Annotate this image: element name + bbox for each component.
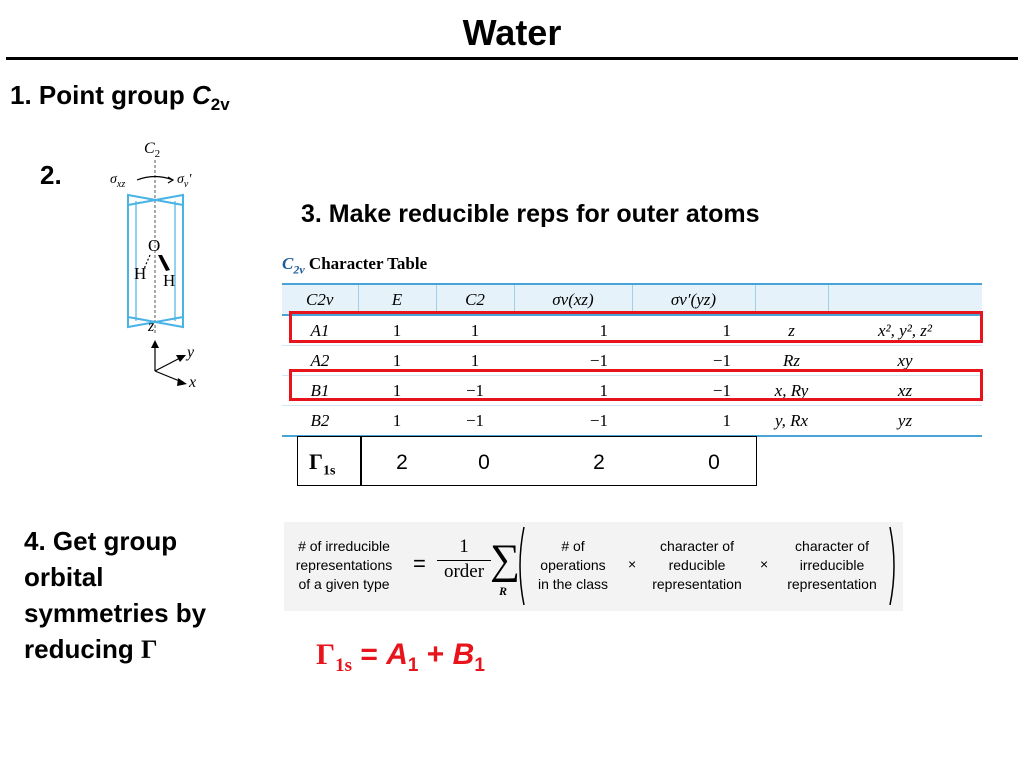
rotation-arrow-icon (136, 175, 174, 181)
summation-icon: ∑ (490, 537, 520, 583)
step1-prefix: 1. Point group (10, 80, 192, 110)
a1-row-highlight (289, 311, 983, 343)
gamma-value: 0 (478, 451, 490, 474)
step2-label: 2. (40, 160, 62, 190)
z-arrowhead-icon (151, 340, 159, 348)
b1-row-highlight (289, 369, 983, 401)
sigma-v-prime-label: σv' (177, 172, 192, 190)
hydrogen-atom-label-1: H (134, 264, 147, 283)
c2-axis-label: C2 (144, 140, 161, 161)
gamma-value: 2 (593, 451, 605, 474)
gamma-row-box (297, 436, 757, 486)
gamma-1s-label: Γ1s (309, 449, 336, 479)
linear-cell: y, Rx (755, 405, 828, 437)
formula-times-2: × (760, 556, 769, 572)
oxygen-atom-label: O (148, 236, 161, 255)
gamma-value: 2 (396, 451, 408, 474)
formula-times-1: × (628, 556, 637, 572)
gamma-row-divider (360, 436, 362, 486)
mirror-planes (127, 193, 184, 329)
z-axis-label: z (148, 318, 155, 335)
point-group-sub: 2v (210, 95, 230, 115)
quadratic-cell: yz (828, 405, 982, 437)
character-table-caption: C2v Character Table (282, 254, 428, 277)
formula-equals: = (413, 551, 426, 576)
header-cell: σv′(yz) (632, 283, 756, 316)
y-axis-line (154, 356, 183, 372)
sigma-xz-label: σxz (110, 172, 126, 190)
irrep-cell: B2 (282, 405, 358, 437)
water-symmetry-diagram (127, 160, 187, 386)
step1-heading: 1. Point group C2v (10, 80, 230, 115)
character-table: C2v E C2 σv(xz) σv′(yz) A1 1 1 1 1 z x²,… (282, 283, 982, 437)
step3-heading: 3. Make reducible reps for outer atoms (301, 200, 760, 228)
step4-heading: 4. Get group orbital symmetries by reduc… (24, 526, 207, 664)
character-table-header: C2v E C2 σv(xz) σv′(yz) (282, 283, 982, 316)
oh-bond-wedge (158, 255, 170, 271)
point-group-letter: C (192, 80, 211, 110)
oh-bond-dashed (143, 254, 151, 270)
y-axis-label: y (187, 344, 195, 361)
page-title: Water (462, 12, 562, 53)
title-divider (6, 57, 1018, 60)
table-row: B2 1 −1 −1 1 y, Rx yz (282, 405, 982, 437)
char-cell: −1 (436, 405, 514, 437)
reduction-result: Γ1s = A1 + B1 (316, 638, 485, 676)
header-cell: σv(xz) (514, 283, 633, 316)
rotation-arrowhead-icon (167, 176, 175, 184)
x-arrowhead-icon (177, 378, 187, 386)
formula-parentheses (519, 526, 895, 606)
hydrogen-atom-label-2: H (163, 271, 176, 290)
char-cell: 1 (632, 405, 755, 437)
header-cell (828, 283, 982, 316)
summation-index: R (499, 584, 508, 598)
y-arrowhead-icon (176, 355, 186, 362)
x-axis-line (154, 370, 183, 383)
header-cell: C2v (282, 283, 359, 316)
char-cell: 1 (358, 405, 436, 437)
header-cell: E (358, 283, 437, 316)
char-cell: −1 (514, 405, 632, 437)
gamma-value: 0 (708, 451, 720, 474)
x-axis-label: x (189, 374, 197, 391)
formula-fraction: 1 order (437, 536, 491, 583)
header-cell (755, 283, 829, 316)
reduction-formula (284, 522, 903, 611)
header-cell: C2 (436, 283, 515, 316)
